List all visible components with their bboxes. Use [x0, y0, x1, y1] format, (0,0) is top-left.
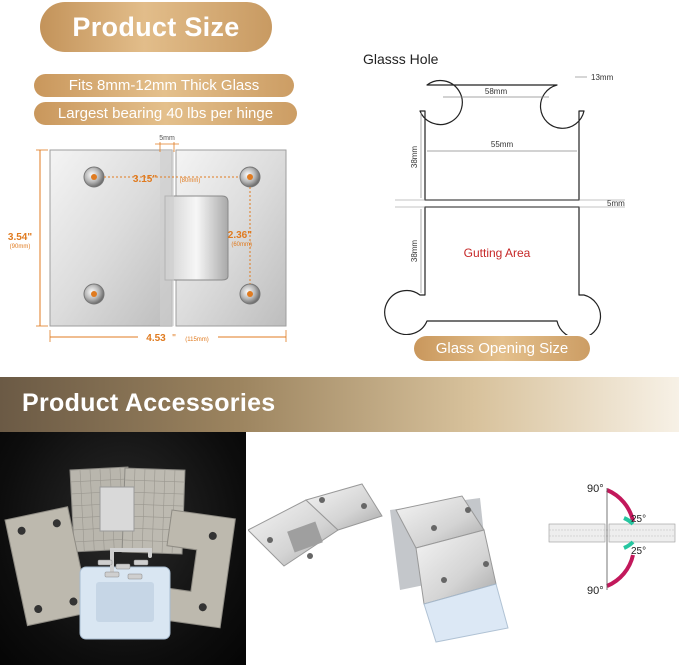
hinge-left-plate [49, 149, 173, 327]
upper-height-label: 38mm [410, 146, 419, 169]
width-mm: (115mm) [185, 337, 209, 343]
plate-height-label: 2.36" [228, 230, 252, 241]
gap-label-glass: 5mm [607, 199, 625, 208]
angle-up-label: 25° [631, 514, 646, 525]
u-shaped-plate [156, 509, 236, 629]
glass-hole-upper [419, 79, 585, 201]
glass-hole-title: Glasss Hole [363, 51, 439, 67]
mid-width-label: 55mm [491, 140, 514, 149]
rotation-angle-diagram: 90° 25° 25° 90° [548, 483, 676, 597]
hole-spacing-label: 3.15" [133, 174, 157, 185]
height-mm: (90mm) [10, 244, 31, 250]
arc-25-down [623, 540, 635, 550]
plate-height-mm: (60mm) [231, 242, 252, 248]
lower-height-label: 38mm [410, 240, 419, 263]
center-plate [99, 486, 135, 532]
hinges-photo [248, 483, 509, 643]
arc-90-bottom [606, 554, 635, 588]
hinge-item-glass [390, 495, 509, 643]
hinge-dimension-drawing: 5mm 3.15" (80mm) 2.36" (60mm) 3.54" (90m… [8, 135, 287, 344]
top-width-label: 58mm [485, 87, 508, 96]
spec-bearing-badge: Largest bearing 40 lbs per hinge [34, 102, 297, 125]
accessories-kit-photo [0, 432, 246, 665]
angle-top-label: 90° [587, 483, 604, 495]
screws-icon [97, 559, 149, 580]
glass-hole-lower [384, 206, 602, 335]
angle-bottom-label: 90° [587, 585, 604, 597]
glass-opening-size-badge: Glass Opening Size [414, 336, 590, 361]
arc-25-up [623, 516, 635, 526]
product-size-title: Product Size [40, 2, 272, 52]
hinge-item-open [248, 483, 383, 567]
accessories-title: Product Accessories [22, 389, 276, 417]
arc-90-top [606, 488, 635, 522]
hinge-knuckle [164, 195, 229, 281]
corner-radius-label: 13mm [591, 73, 614, 82]
hole-spacing-mm: (80mm) [180, 178, 201, 184]
spec-thickness-badge: Fits 8mm-12mm Thick Glass [34, 74, 294, 97]
glass-hole-drawing: Glasss Hole 58mm 13mm 55mm 38mm 38mm 5mm… [363, 51, 625, 335]
height-label: 3.54" [8, 232, 32, 243]
width-label: 4.53 [146, 333, 166, 344]
gap-label: 5mm [159, 135, 175, 142]
angle-down-label: 25° [631, 546, 646, 557]
gutting-area-label: Gutting Area [464, 246, 531, 260]
gasket-plate-left [4, 506, 91, 627]
accessories-banner [0, 377, 679, 432]
width-mark: " [172, 333, 176, 344]
